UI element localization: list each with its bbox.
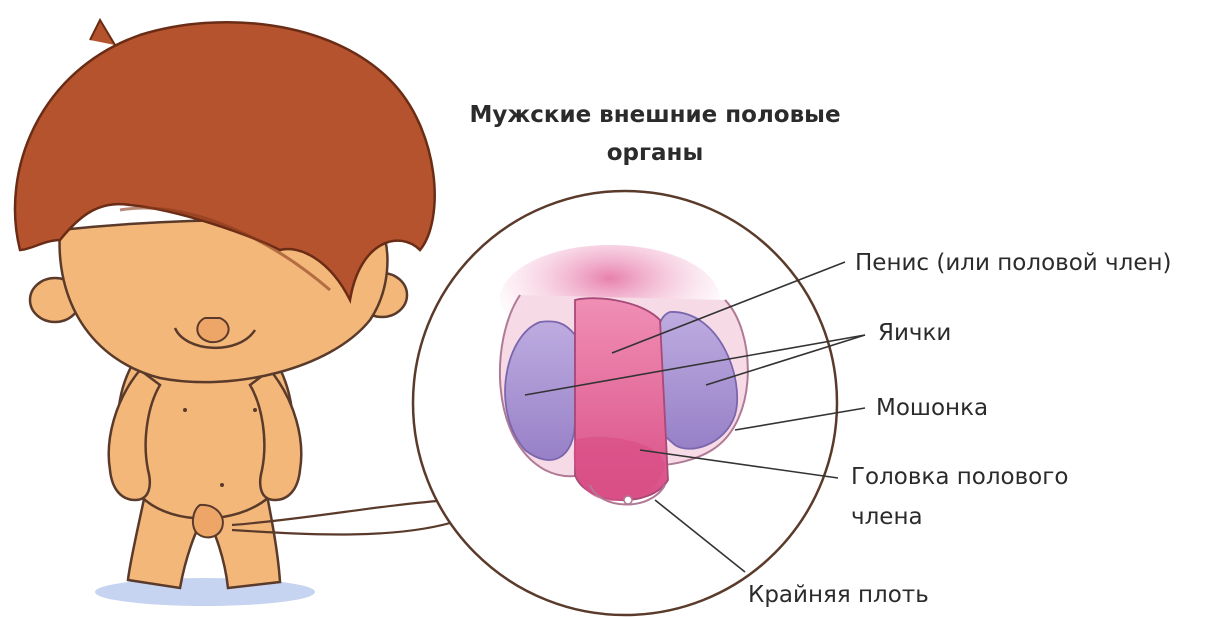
label-testicles: Яички	[878, 318, 951, 348]
label-glans-line-1: Головка полового	[851, 462, 1068, 492]
title-line-2: органы	[420, 134, 890, 172]
boy-nose	[197, 318, 228, 342]
floor-shadow	[95, 578, 315, 606]
label-scrotum: Мошонка	[876, 393, 988, 423]
boy-illustration	[15, 20, 435, 606]
label-penis: Пенис (или половой член)	[855, 248, 1172, 278]
title-line-1: Мужские внешние половые	[420, 96, 890, 134]
label-glans-line-2: члена	[851, 502, 923, 532]
label-foreskin: Крайняя плоть	[748, 580, 929, 610]
diagram-title: Мужские внешние половые органы	[420, 96, 890, 172]
